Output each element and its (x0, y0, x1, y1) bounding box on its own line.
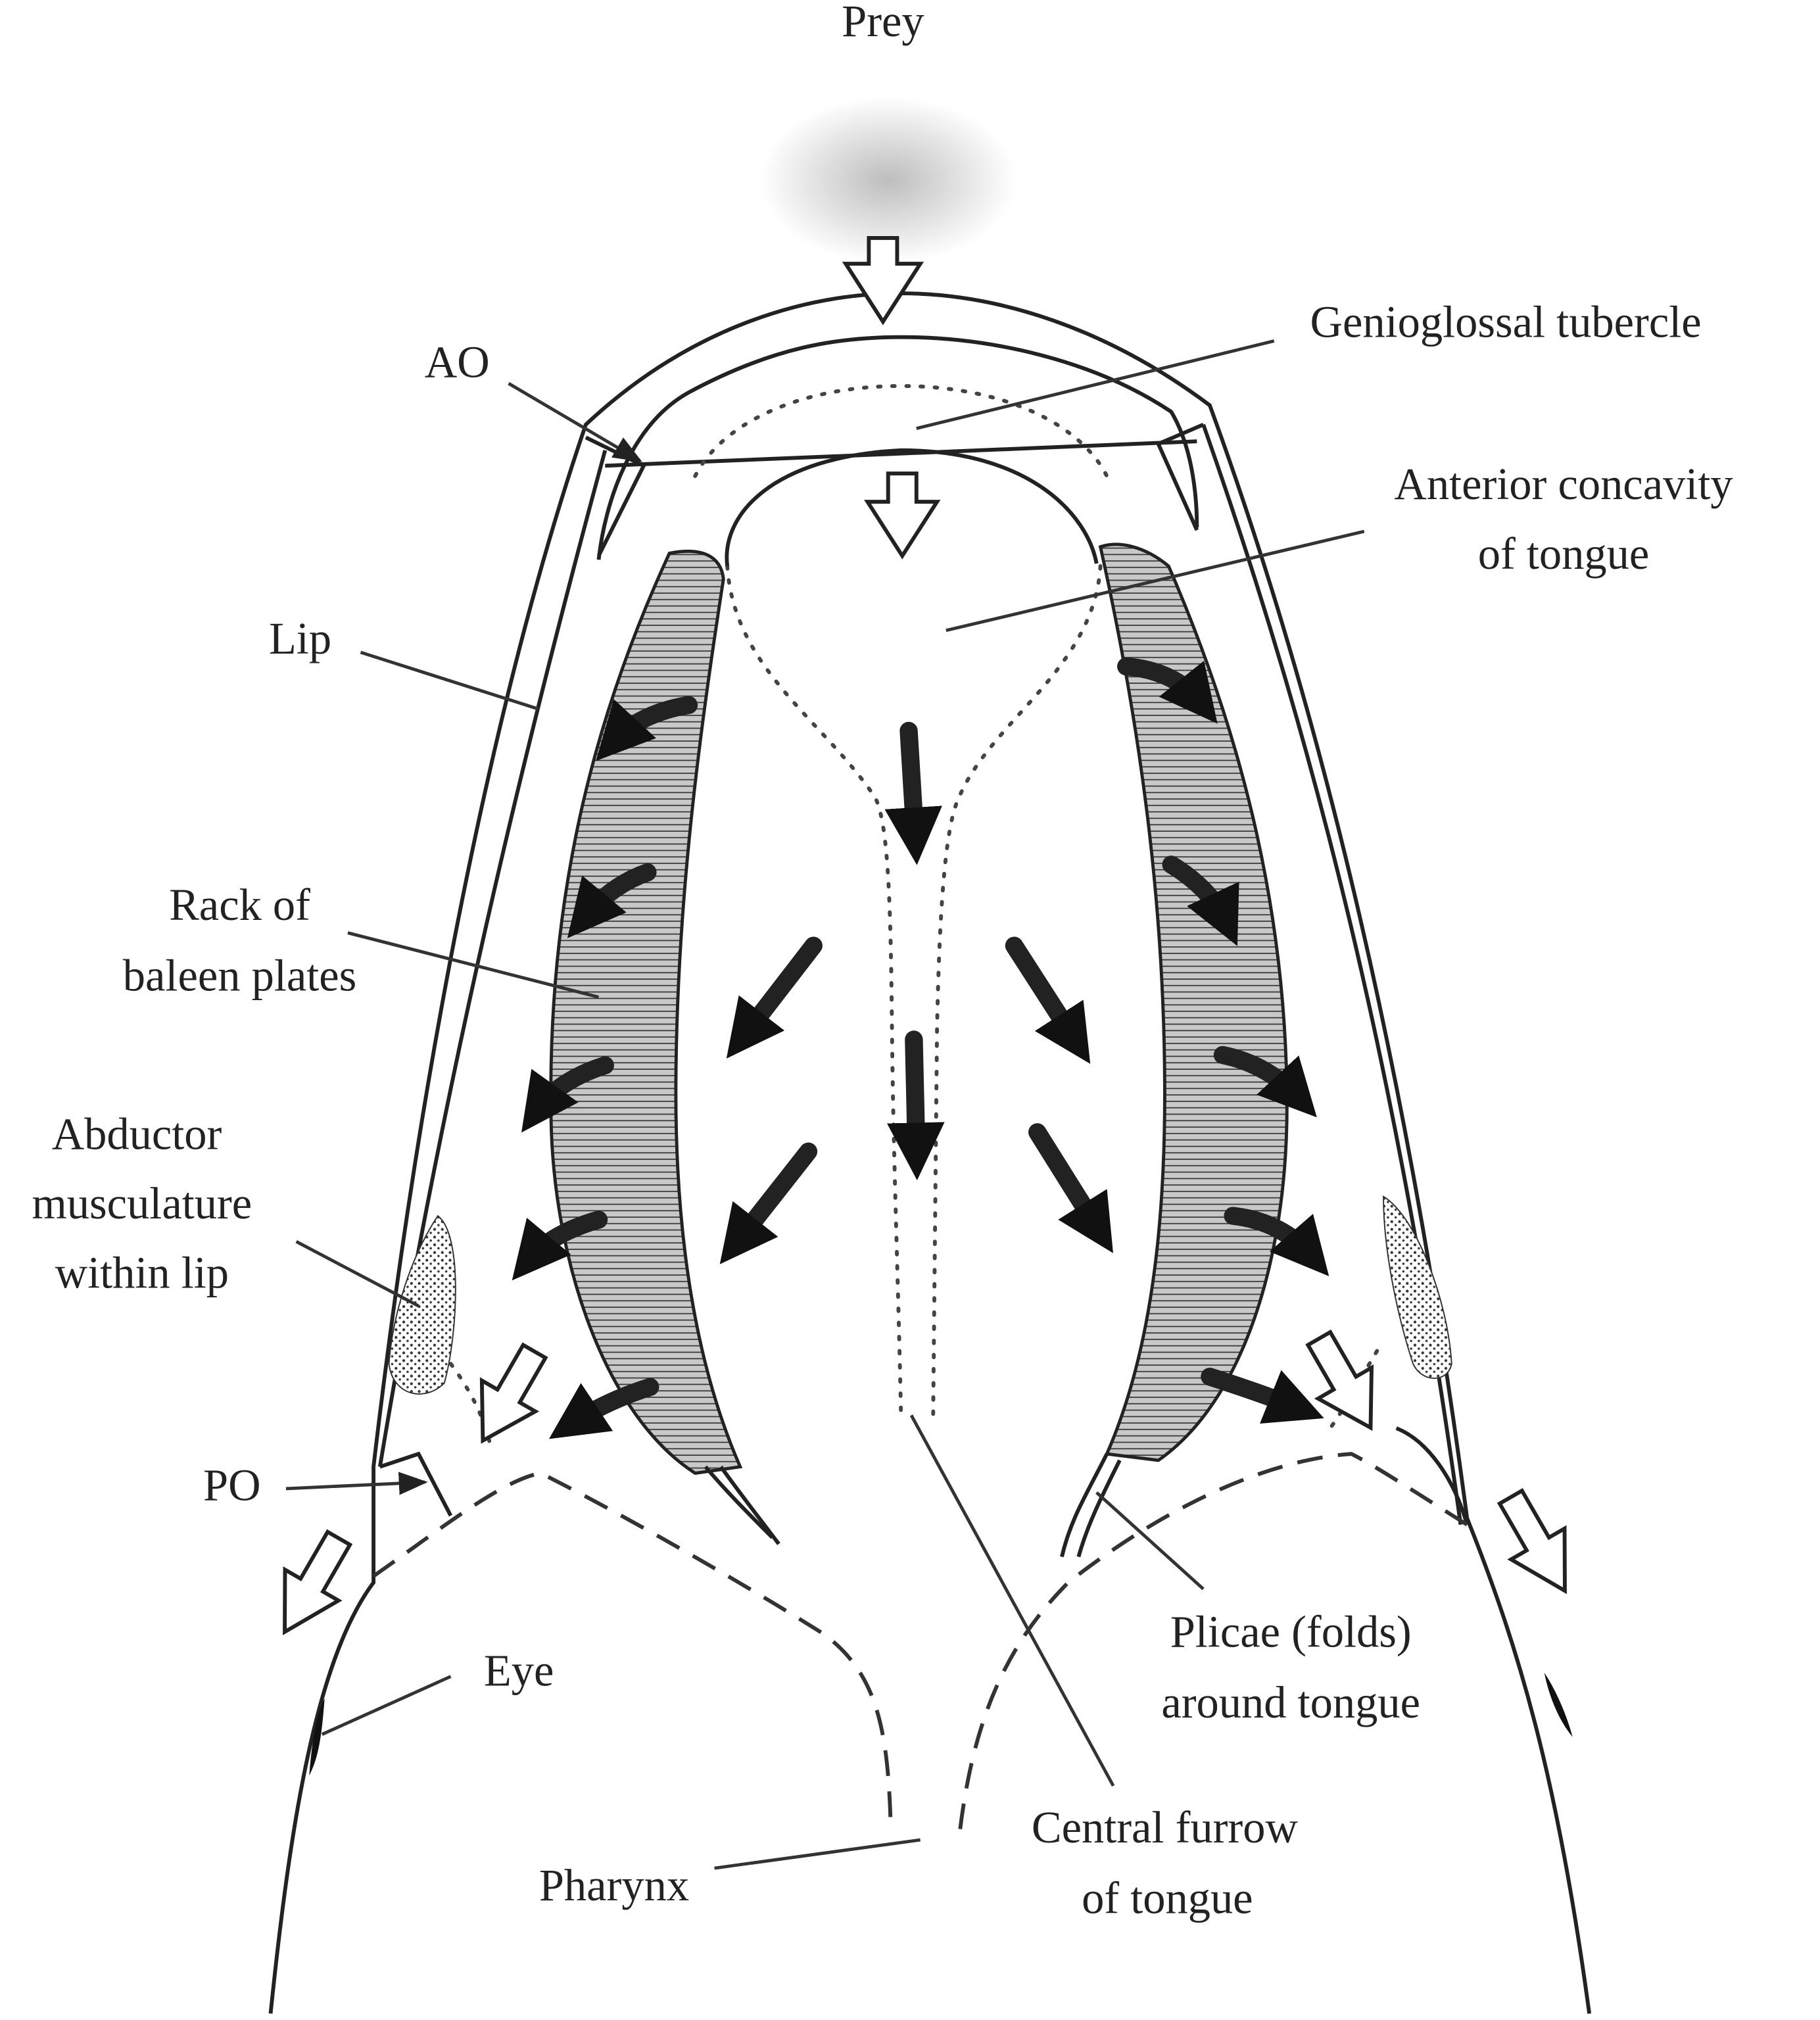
label-rack-1: Rack of (169, 880, 310, 930)
label-prey: Prey (842, 0, 924, 46)
open-arrow-mouth (864, 471, 941, 560)
flow-arrows-center (719, 721, 1113, 1264)
label-anterior-concavity-1: Anterior concavity (1394, 459, 1733, 509)
open-arrow-lower-right (1305, 1329, 1374, 1431)
leader-ao (508, 381, 642, 462)
pharynx-outline (372, 1349, 1468, 1840)
leader-abductor (295, 1240, 419, 1308)
leader-plicae (1095, 1491, 1205, 1591)
open-arrow-lower-left (479, 1342, 548, 1444)
flow-arrows-baleen (512, 657, 1329, 1439)
label-abductor-2: musculature (32, 1178, 252, 1228)
label-ao: AO (425, 337, 490, 387)
leader-lip (360, 650, 539, 711)
label-pharynx: Pharynx (539, 1860, 689, 1910)
leader-eye (321, 1675, 452, 1736)
leader-lines (285, 339, 1365, 1870)
head-outline (268, 291, 1592, 2014)
label-rack-2: baleen plates (123, 951, 356, 1001)
prey-cloud (759, 96, 1017, 264)
labels: Prey Genioglossal tubercle AO Anterior c… (32, 0, 1733, 1923)
label-genioglossal-tubercle: Genioglossal tubercle (1310, 297, 1702, 347)
label-eye: Eye (484, 1645, 554, 1695)
label-abductor-1: Abductor (52, 1109, 222, 1159)
eye-right (1544, 1672, 1573, 1737)
abductor-musculature (388, 1195, 1452, 1395)
label-lip: Lip (269, 613, 331, 663)
leader-central-furrow (909, 1414, 1115, 1787)
label-po: PO (203, 1460, 261, 1510)
leader-po (285, 1472, 428, 1495)
leader-pharynx (714, 1838, 921, 1870)
label-anterior-concavity-2: of tongue (1478, 529, 1650, 579)
open-arrow-top (842, 236, 924, 325)
open-arrow-outer-left (283, 1529, 353, 1635)
open-arrow-outer-right (1497, 1488, 1567, 1595)
baleen-rack-right (1060, 542, 1289, 1558)
label-central-furrow-2: of tongue (1082, 1873, 1253, 1923)
label-central-furrow-1: Central furrow (1032, 1802, 1299, 1852)
leader-rack (347, 931, 600, 999)
leader-genioglossal (916, 339, 1275, 430)
label-plicae-2: around tongue (1161, 1677, 1420, 1727)
baleen-rack-left (549, 549, 780, 1545)
eye-left (309, 1698, 325, 1776)
leader-anterior-concavity (946, 529, 1365, 633)
tongue-outline (693, 384, 1109, 1418)
label-plicae-1: Plicae (folds) (1170, 1607, 1412, 1657)
label-abductor-3: within lip (55, 1248, 229, 1298)
